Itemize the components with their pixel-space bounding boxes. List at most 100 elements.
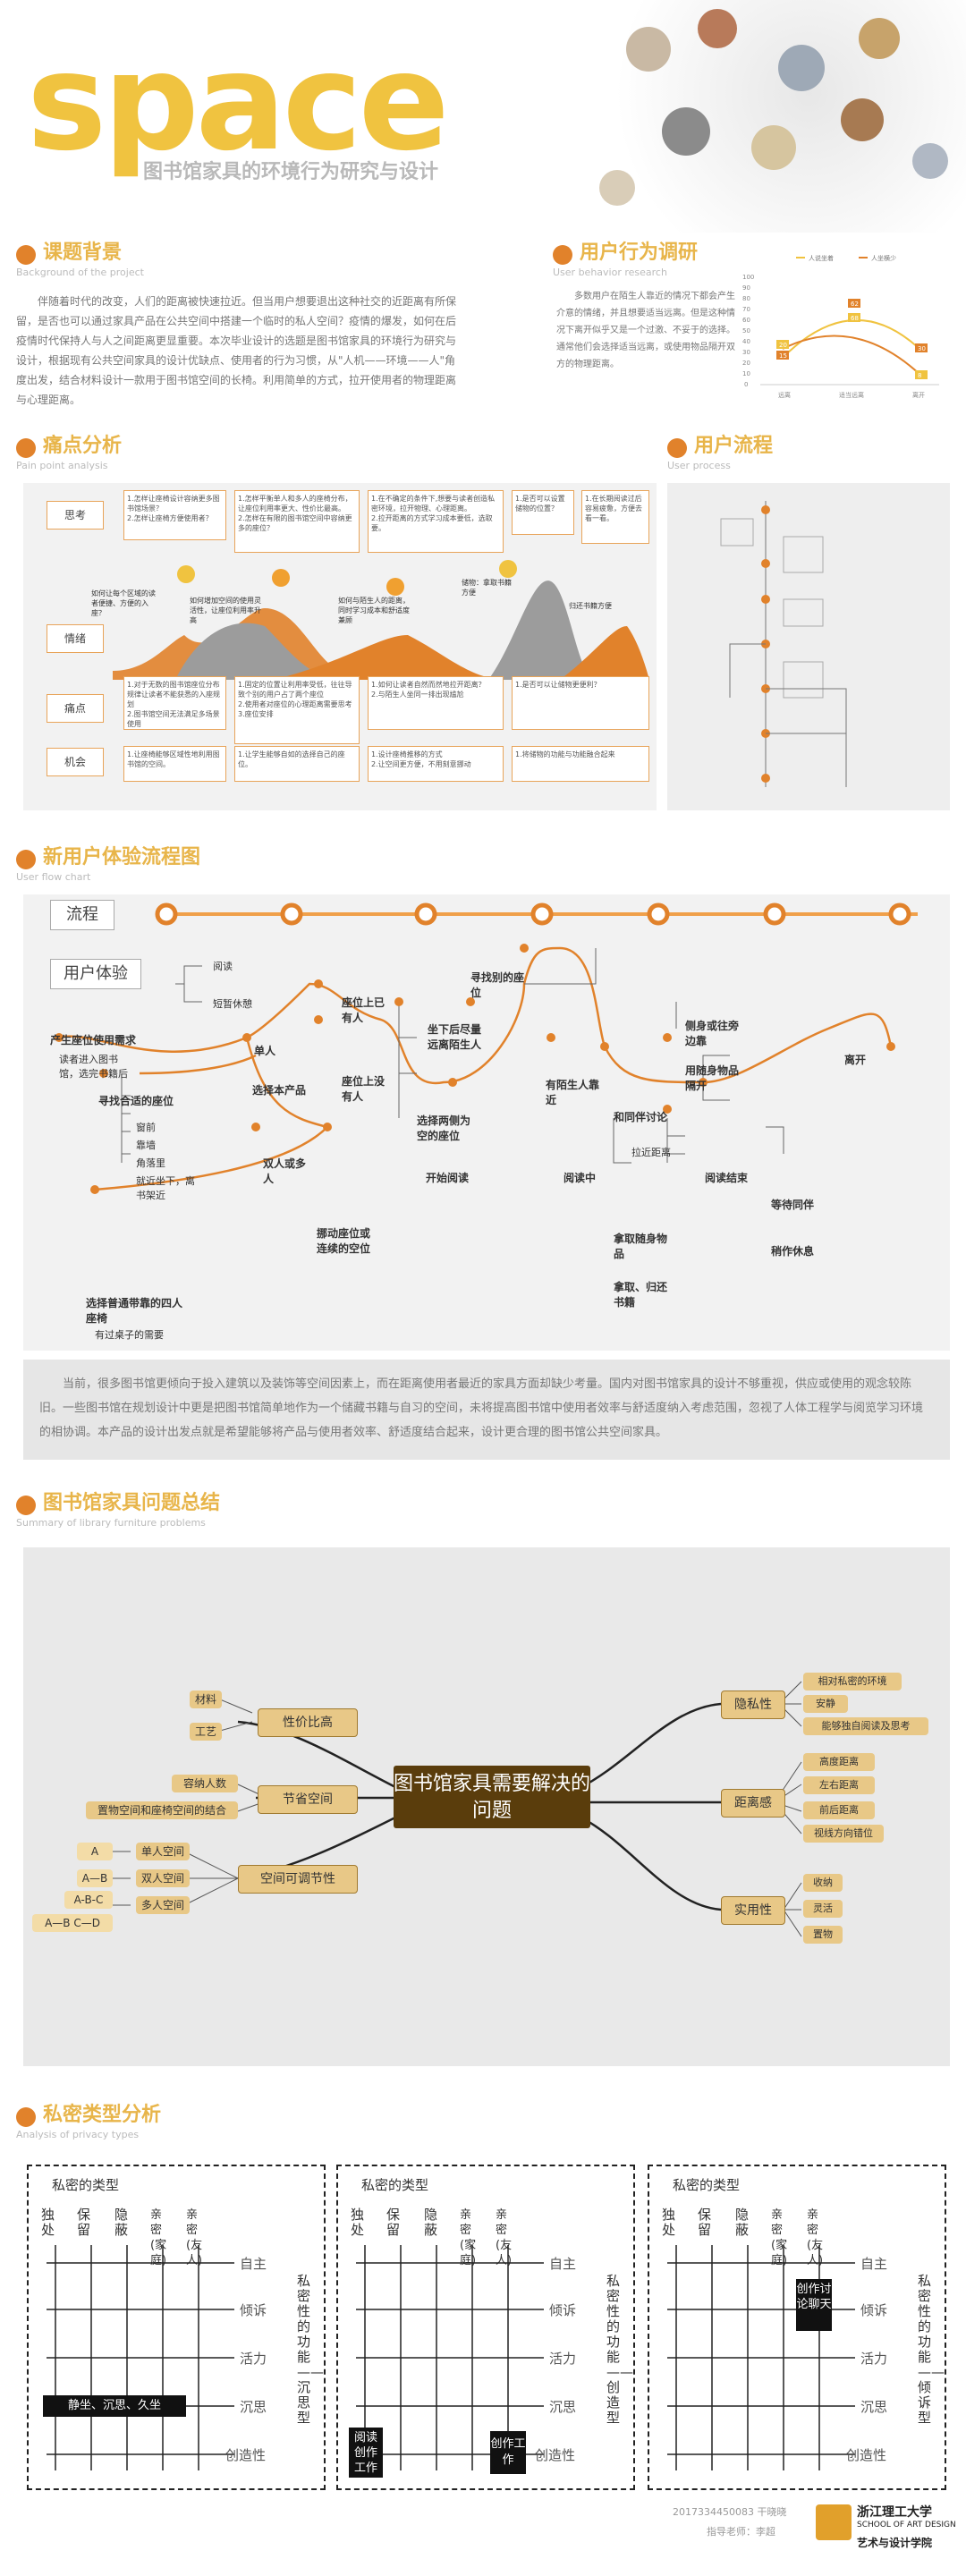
mindmap-leaf: 高度距离 bbox=[803, 1753, 875, 1771]
flow-node: 就近坐下，离书架近 bbox=[136, 1175, 195, 1201]
flow-node: 选择普通带靠的四人座椅 bbox=[86, 1297, 183, 1325]
research-title: 用户行为调研 bbox=[580, 242, 699, 264]
mindmap-leaf: 前后距离 bbox=[803, 1801, 875, 1819]
mindmap-branch: 隐私性 bbox=[721, 1690, 785, 1719]
grid-title: 私密的类型 bbox=[52, 2177, 120, 2193]
x-label: 离开 bbox=[912, 391, 925, 399]
flow-node: 选择本产品 bbox=[252, 1084, 307, 1097]
pain-box: 1.固定的位置让利用率受低，往往导致个别的用户占了两个座位 2.使用者对座位的心… bbox=[234, 676, 360, 744]
flow-node: 双人或多人 bbox=[263, 1157, 307, 1185]
flow-section-header: 新用户体验流程图 User flow chart bbox=[16, 841, 200, 883]
mindmap-leaf: 相对私密的环境 bbox=[803, 1673, 902, 1690]
flow-en: User flow chart bbox=[16, 871, 91, 883]
x-label: 适当远离 bbox=[839, 391, 864, 399]
flow-node: 座位上已有人 bbox=[342, 996, 386, 1024]
row-label: 自主 bbox=[240, 2256, 267, 2272]
mindmap-leaf: 能够独自阅读及思考 bbox=[803, 1717, 928, 1735]
pain-section-header: 痛点分析 Pain point analysis bbox=[16, 429, 122, 471]
mindmap-center: 图书馆家具需要解决的问题 bbox=[394, 1766, 590, 1828]
row-label: 创造性 bbox=[846, 2447, 887, 2463]
flow-node: 开始阅读 bbox=[426, 1172, 470, 1184]
mindmap-leaf: 安静 bbox=[803, 1695, 848, 1713]
research-text: 多数用户在陌生人靠近的情况下都会产生介意的情绪，并且想要适当远离。但是这种情况下… bbox=[556, 292, 735, 369]
mindmap-leaf: 工艺 bbox=[190, 1723, 222, 1741]
point-label: 20 bbox=[779, 342, 787, 349]
row-label: 活力 bbox=[240, 2351, 267, 2367]
privacy-title: 私密类型分析 bbox=[43, 2104, 162, 2126]
flow-node: 稍作休息 bbox=[771, 1245, 815, 1258]
y-tick: 80 bbox=[742, 295, 750, 302]
col-label: 亲密(友人) bbox=[186, 2208, 203, 2267]
mindmap-subleaf: A—B C—D bbox=[32, 1914, 113, 1932]
flow-node: 读者进入图书馆，选完书籍后 bbox=[59, 1054, 128, 1080]
flow-node: 和同伴讨论 bbox=[614, 1111, 668, 1123]
y-tick: 70 bbox=[742, 306, 750, 313]
section-dot-icon bbox=[16, 2106, 36, 2127]
y-tick: 60 bbox=[742, 317, 750, 324]
flow-paragraph: 当前，很多图书馆更倾向于投入建筑以及装饰等空间因素上，而在距离使用者最近的家具方… bbox=[39, 1377, 924, 1439]
flow-node: 坐下后尽量远离陌生人 bbox=[428, 1023, 482, 1051]
pain-title: 痛点分析 bbox=[43, 435, 123, 457]
col-label: 独处 bbox=[662, 2207, 676, 2238]
flow-node: 座位上没有人 bbox=[342, 1075, 386, 1103]
experience-tag: 用户体验 bbox=[50, 959, 141, 989]
col-label: 保留 bbox=[77, 2207, 91, 2238]
mindmap-leaf: 收纳 bbox=[803, 1874, 843, 1892]
grid-block: 静坐、沉思、久坐 bbox=[43, 2395, 186, 2417]
mindmap-branch: 空间可调节性 bbox=[238, 1865, 358, 1894]
mindmap-branch: 节省空间 bbox=[258, 1785, 358, 1814]
row-label: 活力 bbox=[860, 2351, 888, 2367]
footer-advisor: 指导老师：李超 bbox=[707, 2526, 775, 2538]
flow-node: 产生座位使用需求 bbox=[50, 1034, 137, 1046]
page-title: space bbox=[27, 25, 450, 181]
pain-box: 1.如何让读者自然而然地拉开距离？ 2.与陌生人坐同一排出现尴尬 bbox=[368, 676, 504, 730]
col-label: 独处 bbox=[41, 2207, 55, 2238]
side-label: 私密性的功能——创造型 bbox=[606, 2273, 633, 2426]
side-label: 私密性的功能——沉思型 bbox=[297, 2273, 324, 2426]
privacy-en: Analysis of privacy types bbox=[16, 2129, 140, 2140]
think-box: 1.在不确定的条件下,想要与读者创造私密环境，拉开物理、心理距离。 2.拉开距离… bbox=[368, 490, 504, 553]
background-title: 课题背景 bbox=[43, 242, 123, 264]
line-series-1 bbox=[782, 318, 922, 359]
row-label: 自主 bbox=[860, 2256, 888, 2272]
point-label: 62 bbox=[851, 301, 859, 308]
emoji-icon bbox=[272, 569, 290, 587]
pain-en: Pain point analysis bbox=[16, 460, 108, 471]
mindmap-leaf: 视线方向错位 bbox=[803, 1825, 884, 1843]
flow-node: 选择两侧为空的座位 bbox=[417, 1114, 471, 1142]
emotion-text: 如何与陌生人的距离，同时学习成本和舒适度兼顾 bbox=[338, 597, 410, 624]
grid-block: 创作工作 bbox=[490, 2431, 526, 2474]
mindmap-leaf: 多人空间 bbox=[136, 1896, 190, 1914]
flow-node: 拿取随身物品 bbox=[614, 1233, 668, 1260]
mindmap-subleaf: A bbox=[77, 1843, 113, 1860]
pain-box: 1.是否可以让储物更便利？ bbox=[512, 676, 649, 730]
process-flowchart bbox=[720, 501, 847, 787]
think-box: 1.怎样让座椅设计容纳更多图书馆场景？ 2.怎样让座椅方便使用者？ bbox=[123, 490, 226, 540]
flow-graph bbox=[55, 902, 918, 1194]
process-title: 用户流程 bbox=[694, 435, 774, 457]
mindmap-leaf: 容纳人数 bbox=[172, 1775, 238, 1792]
point-label: 8 bbox=[918, 372, 921, 379]
y-tick: 0 bbox=[744, 381, 748, 388]
opp-box: 1.设计座椅推移的方式 2.让空间更方便，不用刻意挪动 bbox=[368, 746, 504, 782]
emotion-text: 如何让每个区域的读者便捷、方便的入座？ bbox=[91, 589, 156, 617]
emotion-text: 储物：拿取书籍方便 bbox=[462, 579, 512, 597]
row-label: 倾诉 bbox=[240, 2302, 267, 2318]
emotion-curve bbox=[113, 560, 649, 680]
mindmap-leaf: 单人空间 bbox=[136, 1843, 190, 1860]
mindmap-leaf: 材料 bbox=[190, 1690, 222, 1708]
row-label: 情绪 bbox=[47, 624, 104, 653]
school-logo-icon bbox=[816, 2504, 852, 2540]
row-label: 沉思 bbox=[240, 2399, 267, 2415]
side-label: 私密性的功能——倾诉型 bbox=[918, 2273, 945, 2426]
flow-node: 挪动座位或连续的空位 bbox=[317, 1227, 371, 1255]
pain-box: 1.对于无数的图书馆座位分布规律让读者不能获悉的入座规划 2.图书馆空间无法满足… bbox=[123, 676, 226, 730]
y-tick: 50 bbox=[742, 327, 750, 335]
flow-node: 离开 bbox=[844, 1054, 867, 1066]
research-section-header: 用户行为调研 User behavior research bbox=[553, 236, 698, 278]
crowd-photo bbox=[572, 0, 966, 233]
row-label: 活力 bbox=[549, 2351, 577, 2367]
row-label: 沉思 bbox=[860, 2399, 888, 2415]
x-label: 远离 bbox=[778, 391, 791, 399]
process-section-header: 用户流程 User process bbox=[667, 429, 773, 471]
